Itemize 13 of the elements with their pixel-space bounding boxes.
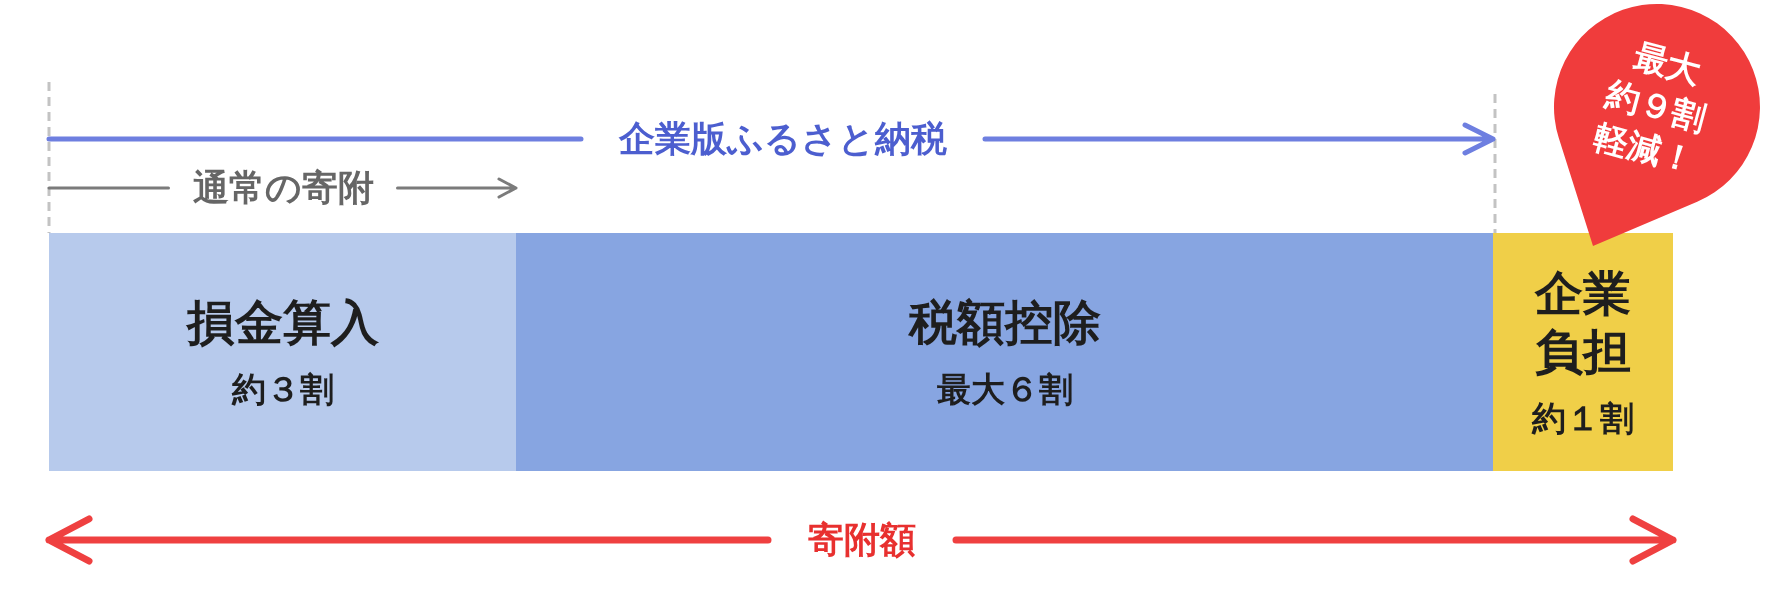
bar-segment	[1493, 233, 1673, 471]
callout-text: 最大約９割軽減！	[1589, 34, 1712, 184]
segment-value: 約３割	[231, 369, 334, 411]
segment-title: 企業負担	[1533, 265, 1632, 381]
bar-segment	[516, 233, 1493, 471]
span-label: 通常の寄附	[192, 166, 374, 210]
span-label: 寄附額	[808, 518, 916, 562]
segment-title: 税額控除	[908, 293, 1101, 352]
span-label: 企業版ふるさと納税	[619, 117, 947, 161]
segment-title: 損金算入	[186, 293, 379, 352]
segment-value: 最大６割	[936, 369, 1073, 411]
bar-segment	[49, 233, 516, 471]
segment-value: 約１割	[1532, 398, 1634, 439]
